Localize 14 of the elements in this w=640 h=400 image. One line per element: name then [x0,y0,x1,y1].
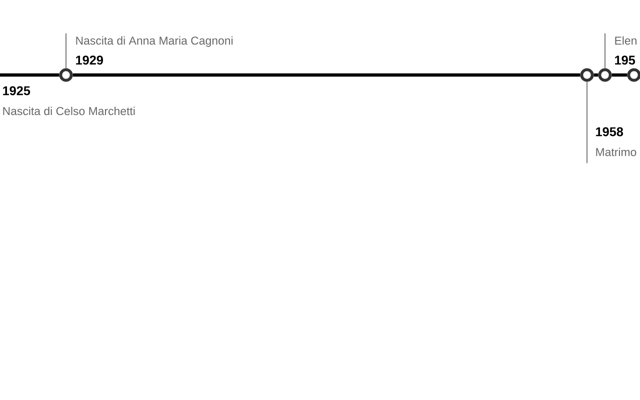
event-label: Elen 195 [615,36,636,65]
timeline-marker [598,68,612,82]
timeline-line [612,73,628,77]
leader-line [586,81,588,164]
event-label: Nascita di Anna Maria Cagnoni 1929 [76,36,233,65]
leader-line [604,32,606,69]
timeline-marker [580,68,594,82]
timeline-line [72,73,580,77]
timeline-marker [59,68,73,82]
timeline-line [0,73,60,77]
timeline-marker [627,68,640,82]
event-label: 1925 Nascita di Celso Marchetti [3,86,135,116]
timeline-line [594,73,598,77]
event-label: 1958 Matrimo [596,127,636,156]
